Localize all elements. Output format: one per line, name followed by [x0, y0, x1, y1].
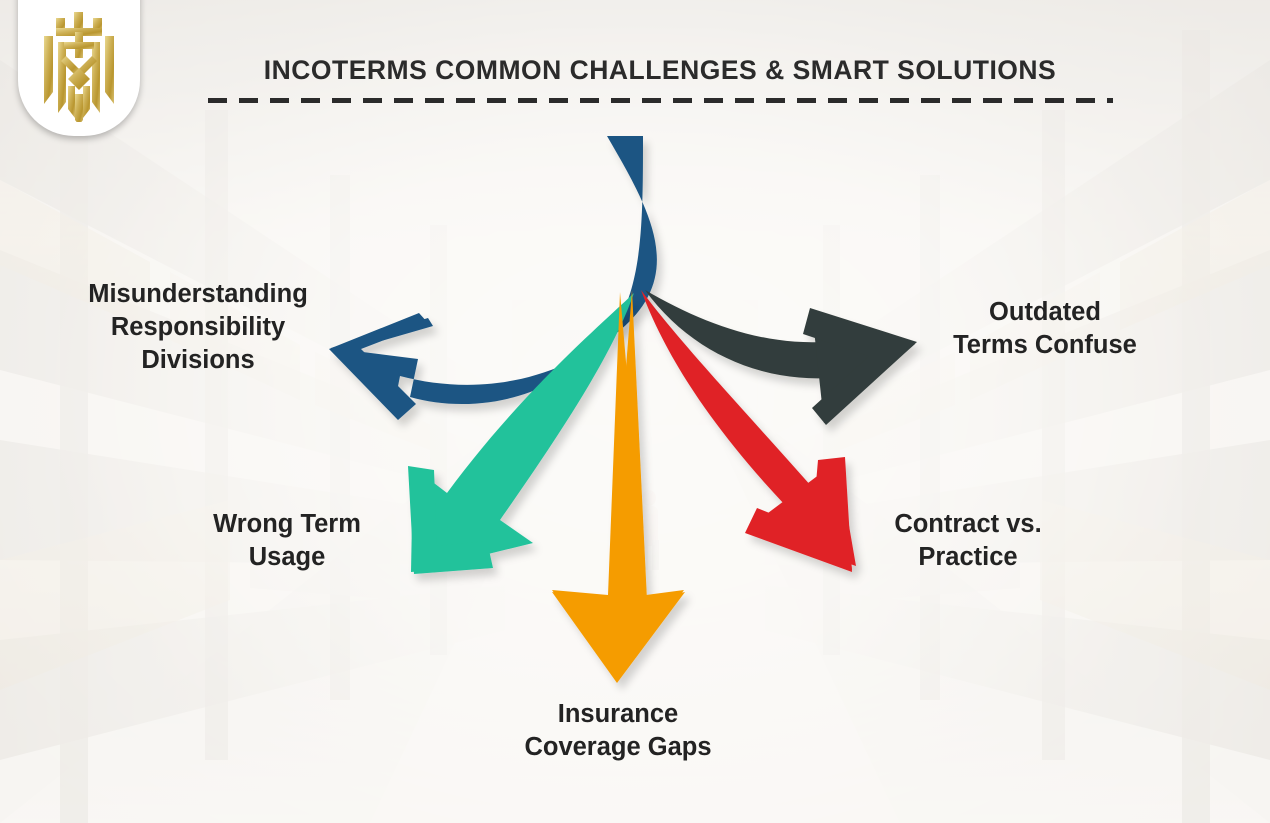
label-line: Usage	[248, 543, 326, 572]
arrow-wrong-term-usage	[408, 293, 634, 574]
label-line: Responsibility	[110, 313, 286, 342]
header-title-block: INCOTERMS COMMON CHALLENGES & SMART SOLU…	[160, 55, 1160, 103]
label-line: Contract vs.	[894, 510, 1042, 538]
curved-arrow-left	[331, 136, 657, 412]
label-wrong-term-usage: Wrong Term Usage	[162, 508, 412, 574]
arrow-misunderstanding-responsibility-divisions	[329, 136, 657, 420]
label-outdated-terms-confuse: Outdated Terms Confuse	[930, 296, 1160, 362]
arrow-insurance-coverage-gaps	[552, 290, 685, 683]
brand-logo-badge	[18, 0, 140, 136]
gold-heraldic-shield-logo	[44, 12, 114, 122]
dashed-rule-icon	[207, 98, 1113, 103]
label-misunderstanding-responsibility-divisions: Misunderstanding Responsibility Division…	[38, 278, 358, 377]
label-contract-vs-practice: Contract vs. Practice	[848, 508, 1088, 574]
label-line: Misunderstanding	[88, 280, 308, 308]
arrow-contract-vs-practice	[641, 290, 856, 572]
label-line: Coverage Gaps	[524, 733, 712, 762]
label-line: Insurance	[557, 700, 679, 728]
page-title: INCOTERMS COMMON CHALLENGES & SMART SOLU…	[263, 55, 1057, 85]
label-line: Terms Confuse	[953, 331, 1137, 360]
label-line: Practice	[918, 543, 1018, 572]
label-line: Wrong Term	[213, 510, 361, 538]
label-line: Divisions	[141, 346, 255, 375]
curved-arrow-down-left	[415, 293, 634, 572]
label-insurance-coverage-gaps: Insurance Coverage Gaps	[488, 698, 748, 764]
arrow-outdated-terms-confuse	[645, 290, 917, 425]
label-line: Outdated	[989, 298, 1101, 326]
